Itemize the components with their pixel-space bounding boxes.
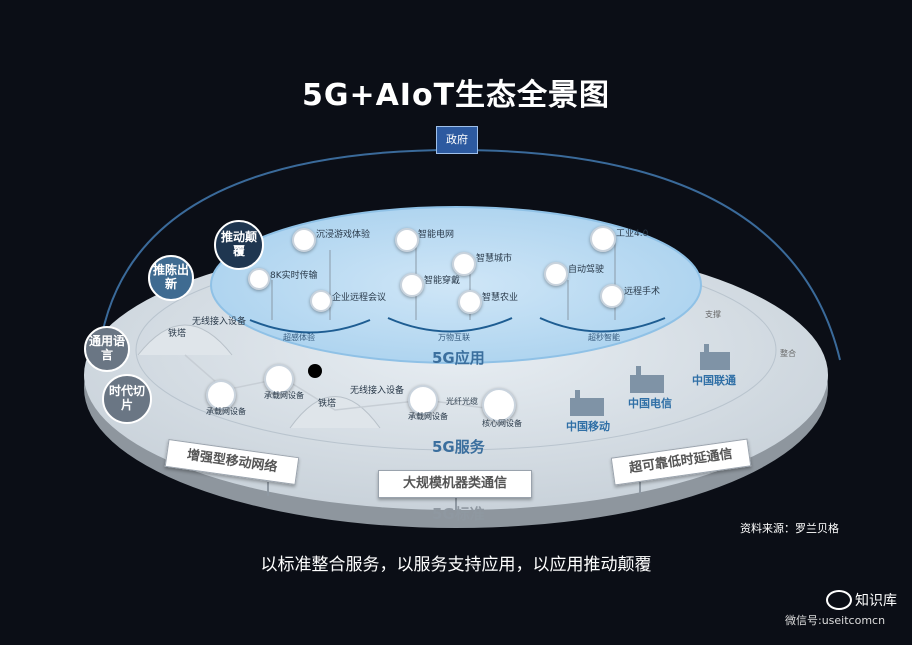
service-icon — [482, 388, 516, 422]
app-label: 企业远程会议 — [332, 293, 387, 303]
operator-label: 中国移动 — [566, 420, 610, 433]
group-arc-1 — [249, 319, 371, 334]
app-label: 智慧城市 — [476, 254, 513, 264]
government-node: 政府 — [436, 126, 478, 154]
service-label: 铁塔 — [168, 329, 187, 339]
watermark-name: 知识库 — [855, 593, 897, 609]
group-label: 超感体验 — [283, 333, 315, 342]
service-layer-label: 5G服务 — [432, 438, 485, 456]
app-label: 智慧农业 — [482, 293, 519, 303]
group-label: 超秒智能 — [588, 333, 620, 342]
group-arc-3 — [539, 317, 666, 333]
service-label: 核心网设备 — [482, 419, 522, 428]
app-icon — [292, 228, 316, 252]
standard-plate: 大规模机器类通信 — [378, 470, 532, 498]
application-layer-label: 5G应用 — [432, 349, 485, 367]
app-label: 智能电网 — [418, 230, 455, 240]
app-icon — [590, 226, 616, 252]
app-label: 沉浸游戏体验 — [316, 230, 371, 240]
operator-label: 中国电信 — [628, 397, 672, 410]
operator-label: 中国联通 — [692, 374, 736, 387]
source-note: 资料来源：罗兰贝格 — [740, 522, 839, 535]
marker-dot — [308, 364, 322, 378]
app-icon — [400, 273, 424, 297]
service-icon — [206, 380, 236, 410]
service-icon — [264, 364, 294, 394]
application-layer — [210, 206, 702, 364]
app-icon — [248, 268, 270, 290]
app-label: 工业4.0 — [616, 229, 649, 239]
app-icon — [600, 284, 624, 308]
service-label: 承载网设备 — [206, 407, 246, 416]
tower-dome-center — [289, 396, 381, 429]
relation-label: 支撑 — [705, 310, 721, 319]
driver-bubble: 推动颠覆 — [214, 220, 264, 270]
app-icon — [452, 252, 476, 276]
driver-bubble: 时代切片 — [102, 374, 152, 424]
app-label: 远程手术 — [624, 287, 661, 297]
service-label: 铁塔 — [318, 399, 337, 409]
app-icon — [458, 290, 482, 314]
standard-layer-label: 5G标准 — [432, 505, 485, 523]
app-label: 智能穿戴 — [424, 276, 461, 286]
app-label: 自动驾驶 — [568, 265, 605, 275]
app-label: 8K实时传输 — [270, 271, 318, 281]
service-icon — [408, 385, 438, 415]
service-label: 光纤光缆 — [446, 397, 478, 406]
watermark-account: 微信号:useitcomcn — [785, 614, 886, 627]
service-label: 承载网设备 — [264, 391, 304, 400]
app-icon — [544, 262, 568, 286]
service-label: 无线接入设备 — [350, 386, 405, 396]
wechat-icon — [826, 590, 852, 610]
app-icon — [395, 228, 419, 252]
relation-label: 整合 — [780, 349, 796, 358]
service-label: 承载网设备 — [408, 412, 448, 421]
service-label: 无线接入设备 — [192, 317, 247, 327]
tower-dome-left — [137, 324, 233, 356]
driver-bubble: 通用语言 — [84, 326, 130, 372]
group-label: 万物互联 — [438, 333, 470, 342]
driver-bubble: 推陈出新 — [148, 255, 194, 301]
group-arc-2 — [387, 317, 513, 333]
app-icon — [310, 290, 332, 312]
subtitle: 以标准整合服务，以服务支持应用，以应用推动颠覆 — [260, 555, 652, 575]
page-title: 5G+AIoT生态全景图 — [301, 78, 611, 113]
